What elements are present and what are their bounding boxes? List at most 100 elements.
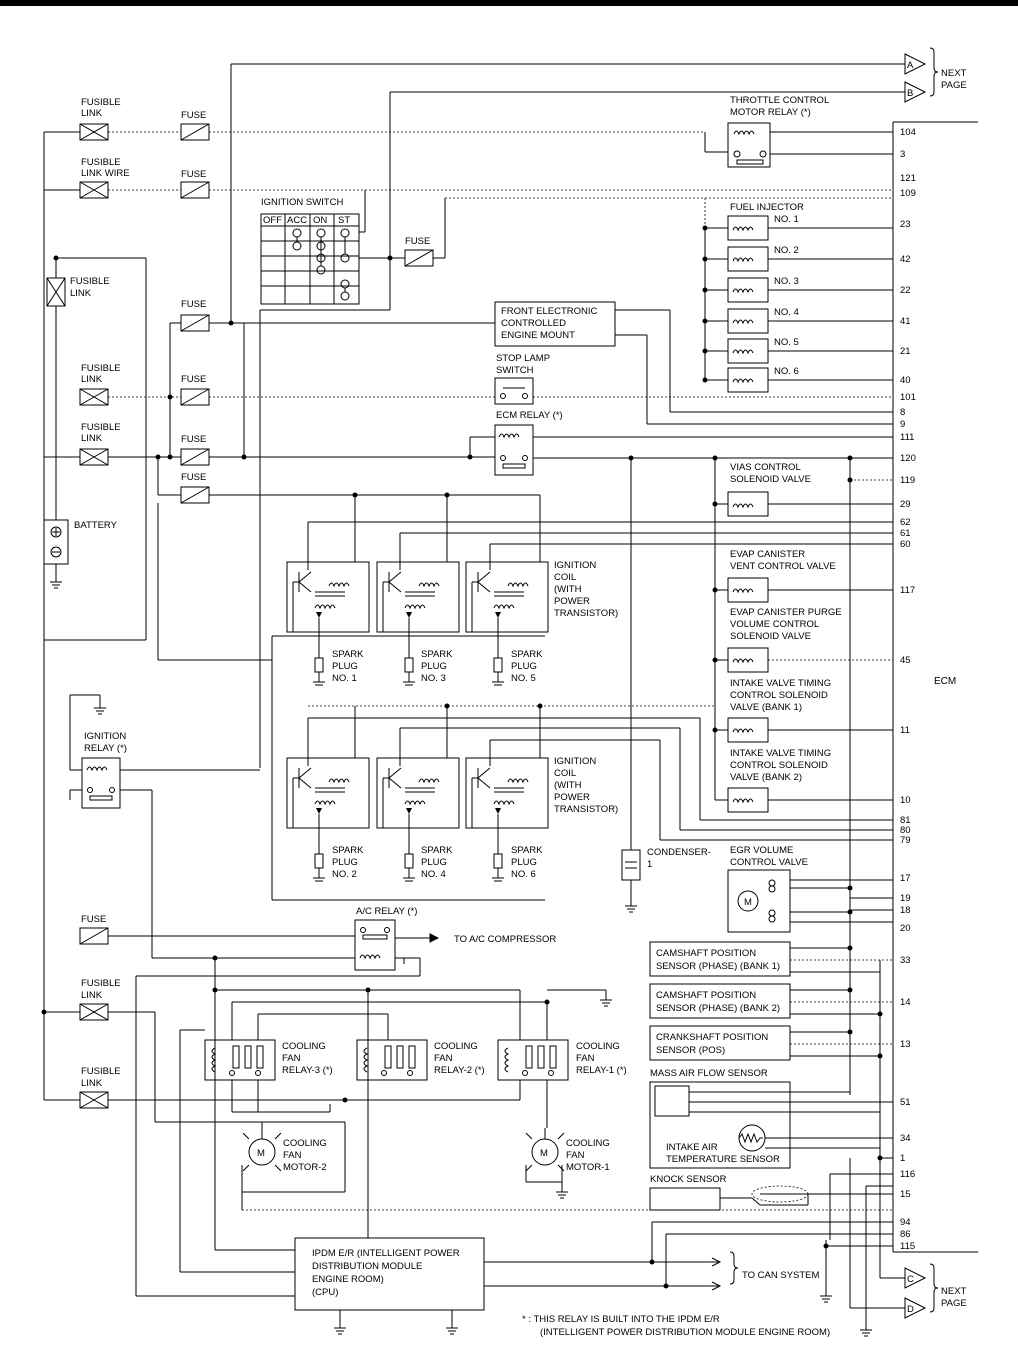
- ignition-coil-3: [465, 561, 549, 686]
- ecm-pin-45: 45: [900, 655, 911, 666]
- svg-text:SPARK: SPARK: [511, 649, 543, 660]
- svg-text:FAN: FAN: [566, 1150, 585, 1161]
- svg-text:TRANSISTOR): TRANSISTOR): [554, 804, 618, 815]
- svg-text:FUSE: FUSE: [81, 914, 106, 925]
- svg-text:FUSIBLE: FUSIBLE: [70, 276, 110, 287]
- ecm-pin-22: 22: [900, 285, 911, 296]
- cam-sensor-bank2: [649, 983, 791, 1019]
- svg-text:RELAY-2 (*): RELAY-2 (*): [434, 1065, 485, 1076]
- svg-text:FRONT ELECTRONIC: FRONT ELECTRONIC: [501, 306, 598, 317]
- svg-text:TO CAN SYSTEM: TO CAN SYSTEM: [742, 1270, 820, 1281]
- svg-text:FUSE: FUSE: [181, 434, 206, 445]
- ecm-pin-111: 111: [900, 432, 914, 443]
- connector-d: D: [904, 1297, 927, 1319]
- svg-text:C: C: [907, 1274, 914, 1285]
- svg-text:M: M: [744, 897, 752, 908]
- svg-text:RELAY-3 (*): RELAY-3 (*): [282, 1065, 333, 1076]
- svg-text:EGR VOLUME: EGR VOLUME: [730, 845, 793, 856]
- svg-text:FUSE: FUSE: [181, 110, 206, 121]
- ecm-pin-116: 116: [900, 1169, 915, 1180]
- svg-text:DISTRIBUTION MODULE: DISTRIBUTION MODULE: [312, 1261, 422, 1272]
- ecm-pin-29: 29: [900, 499, 911, 510]
- svg-text:PLUG: PLUG: [332, 857, 358, 868]
- svg-text:NO. 4: NO. 4: [421, 869, 446, 880]
- ecm-pin-81: 81: [900, 815, 911, 826]
- svg-text:VALVE (BANK 1): VALVE (BANK 1): [730, 702, 802, 713]
- ignition-coil-5: [376, 757, 460, 882]
- svg-text:LINK: LINK: [70, 288, 92, 299]
- knock-sensor: [649, 1187, 721, 1211]
- ecm-pin-3: 3: [900, 149, 905, 160]
- svg-text:SPARK: SPARK: [421, 649, 453, 660]
- svg-text:ECM RELAY (*): ECM RELAY (*): [496, 410, 563, 421]
- svg-text:FUSIBLE: FUSIBLE: [81, 363, 121, 374]
- svg-text:SENSOR (PHASE) (BANK 1): SENSOR (PHASE) (BANK 1): [656, 961, 780, 972]
- svg-text:IPDM E/R (INTELLIGENT POWER: IPDM E/R (INTELLIGENT POWER: [312, 1248, 460, 1259]
- svg-text:CAMSHAFT POSITION: CAMSHAFT POSITION: [656, 948, 756, 959]
- crank-sensor: [649, 1025, 791, 1061]
- svg-text:INTAKE VALVE TIMING: INTAKE VALVE TIMING: [730, 678, 831, 689]
- svg-text:NO. 3: NO. 3: [421, 673, 446, 684]
- svg-text:NO. 1: NO. 1: [332, 673, 357, 684]
- svg-text:MASS AIR FLOW SENSOR: MASS AIR FLOW SENSOR: [650, 1068, 768, 1079]
- ignition-switch: [260, 213, 360, 305]
- fuel-injectors: NO. 1NO. 2NO. 3NO. 4NO. 5NO. 6: [702, 214, 893, 393]
- ecm-pin-117: 117: [900, 585, 915, 596]
- svg-text:1: 1: [647, 859, 652, 870]
- svg-text:SPARK: SPARK: [421, 845, 453, 856]
- svg-text:LINK: LINK: [81, 108, 103, 119]
- svg-text:VOLUME CONTROL: VOLUME CONTROL: [730, 619, 819, 630]
- svg-text:SPARK: SPARK: [332, 649, 364, 660]
- ecm-pin-86: 86: [900, 1229, 911, 1240]
- ecm-pin-42: 42: [900, 254, 911, 265]
- ecm-pin-94: 94: [900, 1217, 911, 1228]
- fuel-injector-label-2: NO. 2: [774, 245, 799, 256]
- evap-purge-valve: [727, 647, 769, 673]
- ecm-label: ECM: [934, 676, 956, 687]
- svg-text:PAGE: PAGE: [941, 1298, 967, 1309]
- ac-relay: [354, 919, 396, 971]
- svg-text:CRANKSHAFT POSITION: CRANKSHAFT POSITION: [656, 1032, 768, 1043]
- svg-text:FUSIBLE: FUSIBLE: [81, 157, 121, 168]
- svg-text:INTAKE AIR: INTAKE AIR: [666, 1142, 718, 1153]
- ecm-pin-20: 20: [900, 923, 911, 934]
- ecm-pin-115: 115: [900, 1241, 915, 1252]
- ecm-pin-120: 120: [900, 453, 916, 464]
- ecm-pin-62: 62: [900, 517, 911, 528]
- connector-c: C: [904, 1267, 927, 1289]
- svg-text:COOLING: COOLING: [434, 1041, 478, 1052]
- ecm-pin-80: 80: [900, 825, 911, 836]
- svg-text:INTAKE VALVE TIMING: INTAKE VALVE TIMING: [730, 748, 831, 759]
- ecm-pin-104: 104: [900, 127, 916, 138]
- svg-text:TRANSISTOR): TRANSISTOR): [554, 608, 618, 619]
- svg-text:COOLING: COOLING: [282, 1041, 326, 1052]
- svg-text:D: D: [907, 1304, 914, 1315]
- ecm-pin-13: 13: [900, 1039, 911, 1050]
- svg-text:COIL: COIL: [554, 768, 576, 779]
- ecm-pin-61: 61: [900, 528, 911, 539]
- svg-text:LINK WIRE: LINK WIRE: [81, 168, 130, 179]
- fuel-injector-label-5: NO. 5: [774, 337, 799, 348]
- svg-text:NO. 2: NO. 2: [332, 869, 357, 880]
- ignition-relay: [81, 757, 121, 809]
- svg-text:A/C RELAY (*): A/C RELAY (*): [356, 906, 417, 917]
- svg-text:OFF: OFF: [263, 215, 282, 226]
- svg-text:VENT CONTROL VALVE: VENT CONTROL VALVE: [730, 561, 836, 572]
- maf-sensor: [649, 1081, 791, 1169]
- svg-text:RELAY-1 (*): RELAY-1 (*): [576, 1065, 627, 1076]
- svg-text:EVAP CANISTER: EVAP CANISTER: [730, 549, 805, 560]
- svg-text:STOP LAMP: STOP LAMP: [496, 353, 550, 364]
- svg-text:FAN: FAN: [283, 1150, 302, 1161]
- svg-text:ACC: ACC: [287, 215, 307, 226]
- svg-text:M: M: [257, 1148, 265, 1159]
- svg-text:LINK: LINK: [81, 990, 103, 1001]
- cooling-fan-relays: [204, 1039, 569, 1081]
- svg-text:NO. 6: NO. 6: [511, 869, 536, 880]
- ecm-pin-labels: 1043121109234222412140101891111201192962…: [900, 127, 916, 1252]
- ecm-pin-8: 8: [900, 407, 905, 418]
- ecm-pin-60: 60: [900, 539, 911, 550]
- svg-text:PLUG: PLUG: [511, 857, 537, 868]
- connector-b: B: [904, 81, 927, 103]
- fuel-injector-label-6: NO. 6: [774, 366, 799, 377]
